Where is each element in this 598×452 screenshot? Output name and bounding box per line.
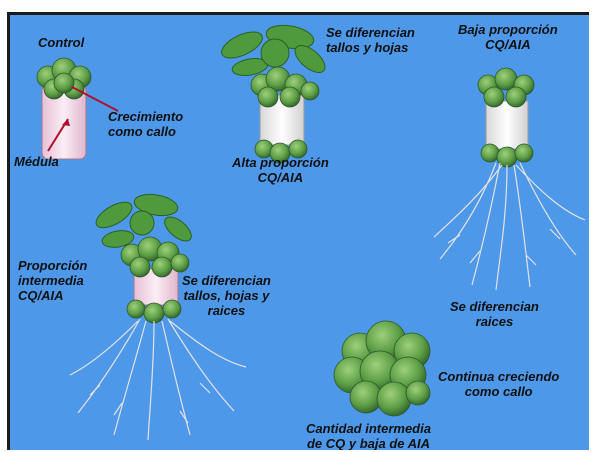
callus-bottom xyxy=(481,144,533,167)
control-label: Control xyxy=(38,35,84,50)
callus-top xyxy=(251,67,319,107)
roots-differentiate-label: Se diferencian raices xyxy=(450,299,539,329)
pith-label: Médula xyxy=(14,154,59,169)
root-explant xyxy=(434,68,585,290)
continue-callus-label: Continua creciendo como callo xyxy=(438,369,559,399)
callus-mass xyxy=(334,321,430,416)
callus-top xyxy=(121,237,189,277)
high-ratio-label: Alta proporción CQ/AIA xyxy=(232,155,329,185)
explant-cylinder xyxy=(486,101,528,149)
intermediate-ratio-label: Proporción intermedia CQ/AIA xyxy=(18,258,87,303)
callus-bottom xyxy=(127,300,181,323)
shoots-differentiate-label: Se diferencian tallos y hojas xyxy=(326,25,415,55)
root-system xyxy=(70,319,246,440)
shoots-roots-differentiate-label: Se diferencian tallos, hojas y raices xyxy=(182,273,271,318)
callus-growth-label: Crecimiento como callo xyxy=(108,109,183,139)
control-explant xyxy=(37,58,118,159)
diagram-panel: Control Crecimiento como callo Médula Se… xyxy=(7,12,589,450)
low-ratio-label: Baja proporción CQ/AIA xyxy=(458,22,558,52)
intermediate-amount-label: Cantidad intermedia de CQ y baja de AIA xyxy=(306,421,431,450)
shoot-explant xyxy=(218,22,330,163)
root-system xyxy=(434,163,585,290)
